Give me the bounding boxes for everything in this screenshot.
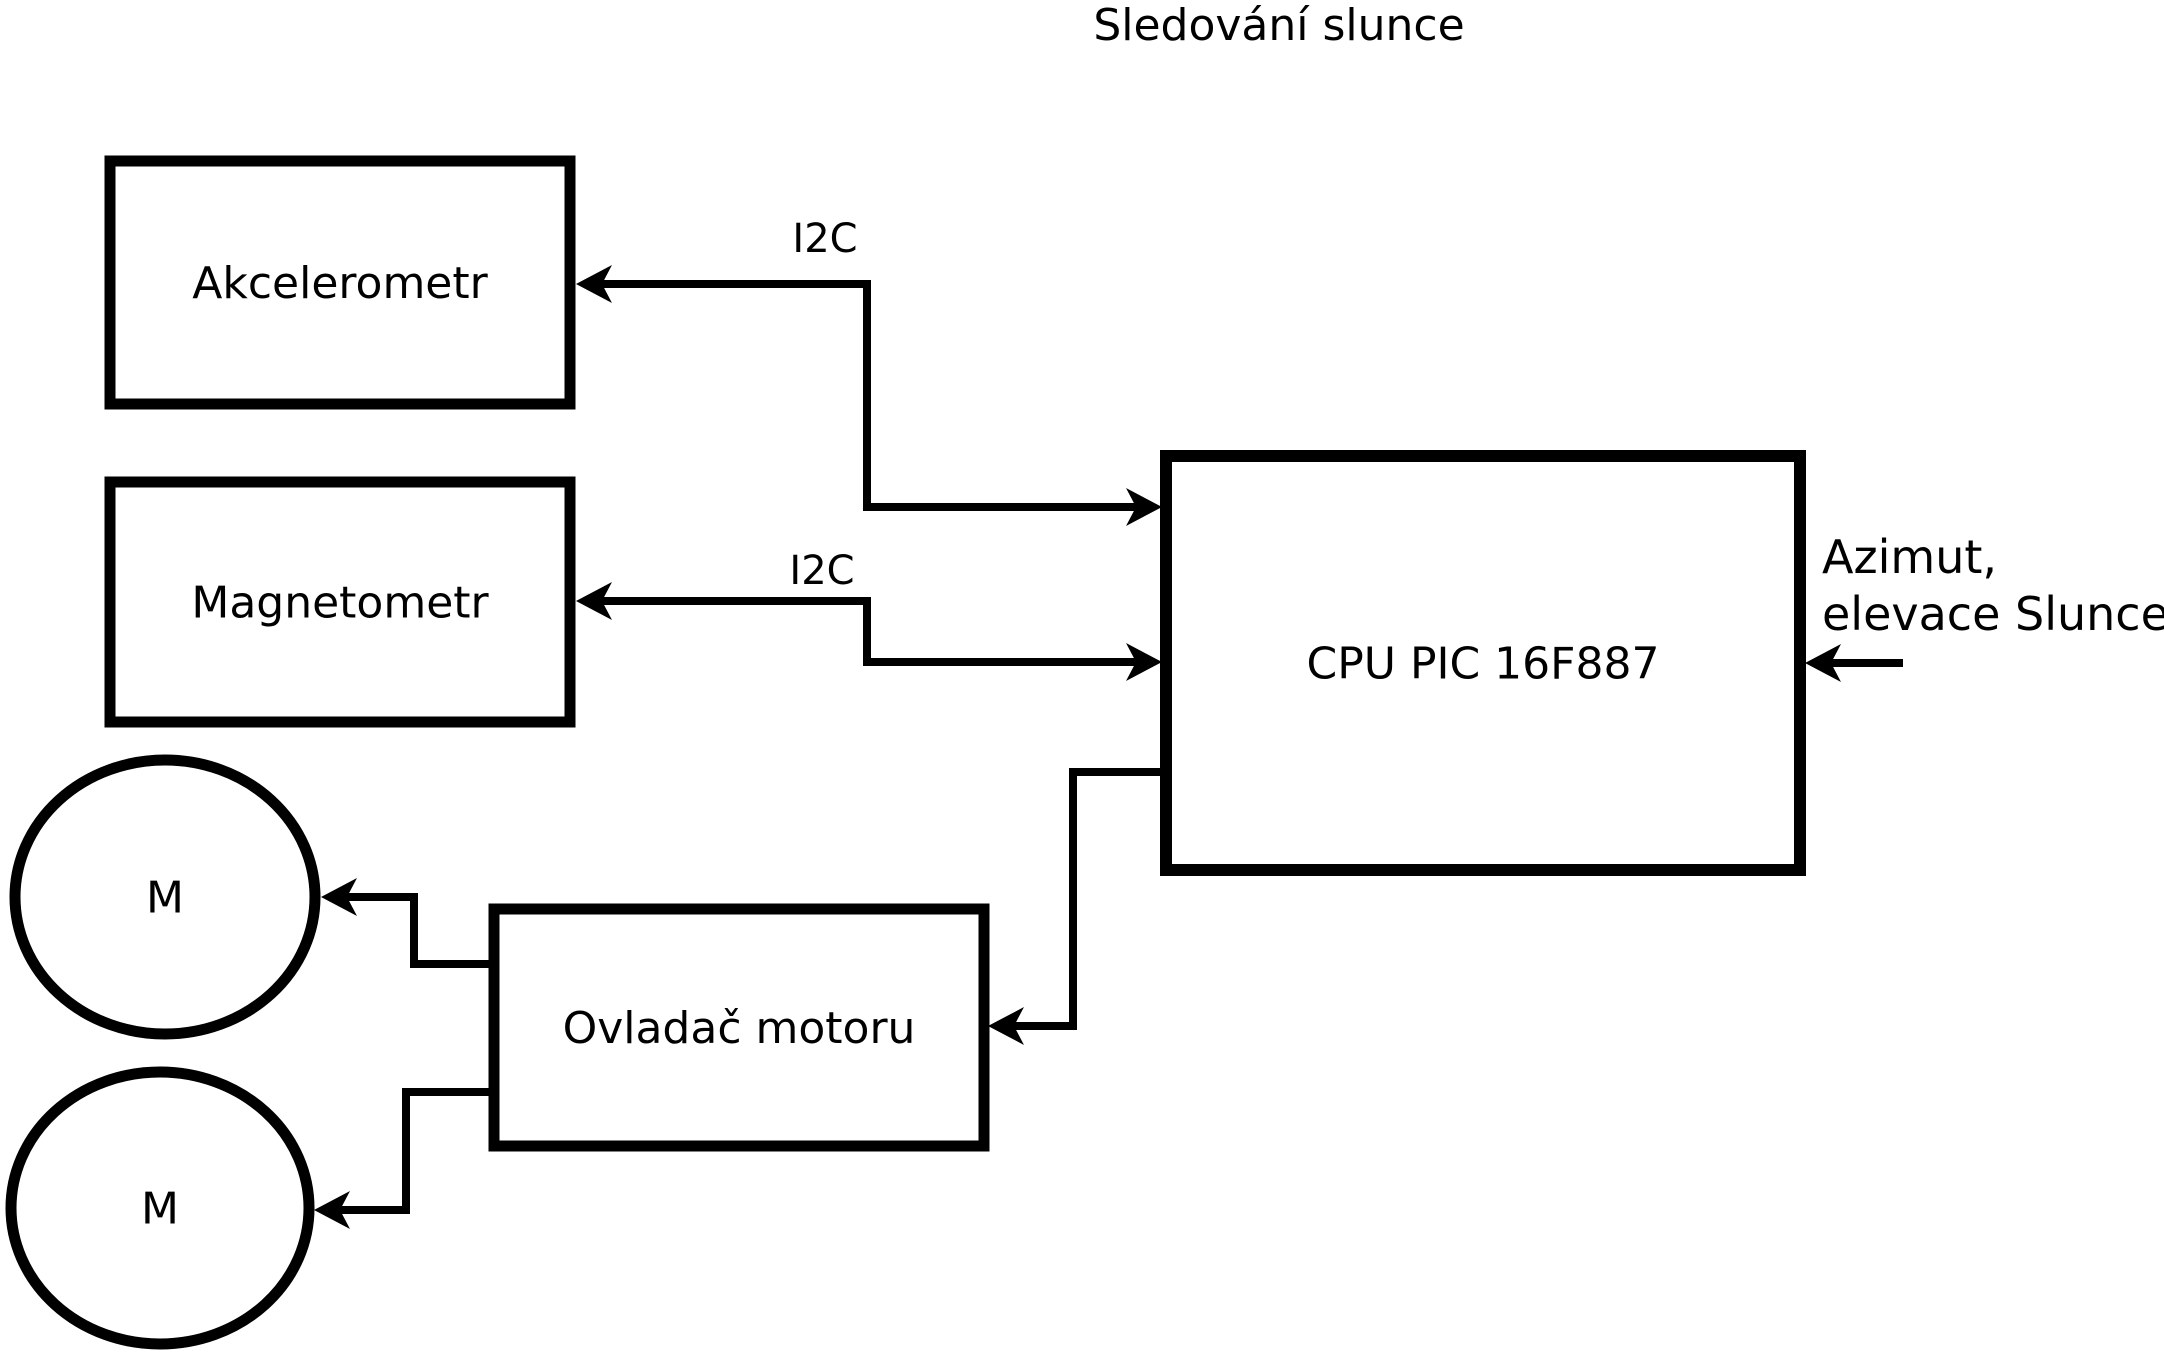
box-magnetometr-label: Magnetometr — [191, 577, 489, 628]
edge-ovladac-motor-bottom — [340, 1088, 497, 1214]
box-akcelerometr — [104, 155, 576, 410]
label-i2c-2: I2C — [789, 548, 854, 594]
edge-cpu-magnetometr-i2c-arrowhead-start — [576, 582, 612, 620]
motor-bottom-label: M — [141, 1183, 179, 1234]
motor-top — [9, 754, 321, 1040]
edge-cpu-magnetometr-i2c-arrowhead-end — [1126, 643, 1162, 681]
motor-top-label: M — [146, 872, 184, 923]
edge-cpu-akcelerometr-i2c — [602, 280, 1136, 511]
label-i2c-1: I2C — [792, 216, 857, 262]
motor-bottom — [5, 1066, 315, 1350]
edge-cpu-ovladac-arrowhead-end — [988, 1007, 1024, 1045]
edge-ovladac-motor-top-arrowhead-end — [321, 878, 357, 916]
edge-ovladac-motor-bottom-arrowhead-end — [314, 1191, 350, 1229]
box-ovladac-motoru-label: Ovladač motoru — [563, 1003, 916, 1054]
label-azimut-2: elevace Slunce — [1822, 587, 2164, 641]
edge-ovladac-motor-top — [347, 893, 497, 968]
label-azimut-1: Azimut, — [1822, 530, 1997, 584]
box-cpu — [1160, 450, 1806, 876]
box-magnetometr — [104, 476, 576, 728]
edge-cpu-ovladac — [1014, 768, 1166, 1030]
box-akcelerometr-label: Akcelerometr — [192, 258, 488, 309]
box-ovladac-motoru — [488, 903, 990, 1152]
edge-cpu-akcelerometr-i2c-arrowhead-start — [576, 265, 612, 303]
diagram-title: Sledování slunce — [1093, 0, 1464, 51]
edge-cpu-akcelerometr-i2c-arrowhead-end — [1126, 488, 1162, 526]
box-cpu-label: CPU PIC 16F887 — [1307, 638, 1660, 689]
edge-cpu-magnetometr-i2c — [602, 597, 1136, 666]
edge-azimut-input-arrowhead-end — [1805, 644, 1841, 682]
